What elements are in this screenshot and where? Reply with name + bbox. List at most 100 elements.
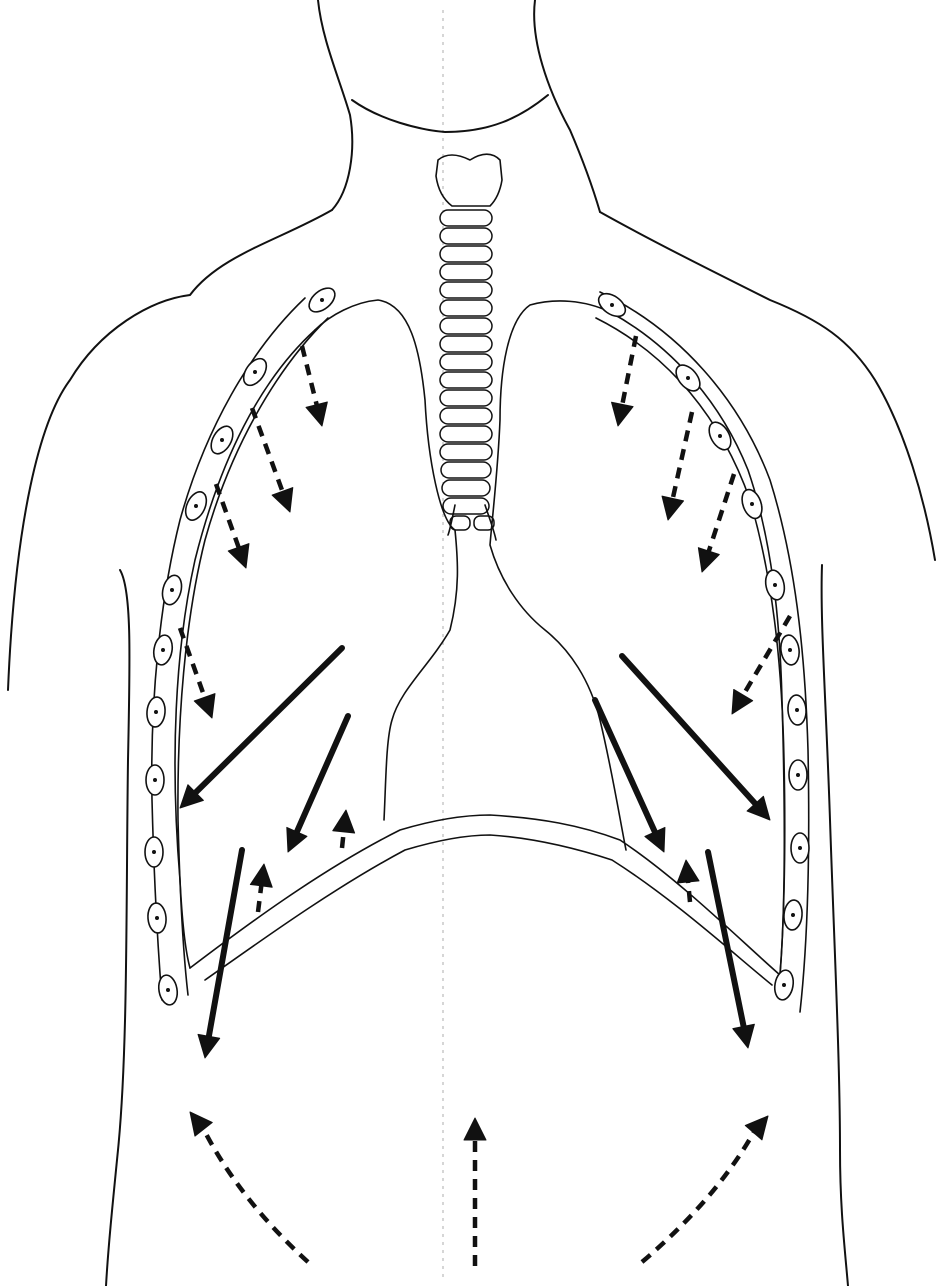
dashed-arrow-head <box>662 496 683 520</box>
cell-nucleus <box>796 773 800 777</box>
cell-nucleus <box>791 913 795 917</box>
left-torso-side <box>106 570 130 1286</box>
left-wall-cells <box>145 283 339 1006</box>
trachea-ring <box>440 444 492 460</box>
dashed-arrow-head <box>228 544 249 568</box>
solid-arrow-shaft <box>196 648 342 793</box>
solid-arrow-head <box>198 1034 220 1058</box>
dashed-arrow-shaft <box>642 1133 754 1262</box>
dashed-arrow-shaft <box>258 886 261 912</box>
dashed-arrow-shaft <box>252 408 282 491</box>
dashed-arrow-head <box>732 689 753 714</box>
trachea-ring <box>440 390 492 406</box>
cell-nucleus <box>220 438 224 442</box>
dashed-arrow <box>612 336 636 426</box>
dashed-arrow <box>642 1116 768 1262</box>
solid-arrow <box>595 700 665 852</box>
trachea-ring <box>440 282 492 298</box>
dashed-arrow <box>677 860 699 902</box>
right-lung-outline <box>490 301 626 850</box>
dashed-arrow <box>252 408 293 512</box>
trachea-ring <box>440 264 492 280</box>
trachea-ring <box>440 318 492 334</box>
dashed-arrow-head <box>250 864 272 887</box>
dashed-arrow-shaft <box>342 832 344 848</box>
cell-nucleus <box>152 850 156 854</box>
left-chest-wall-outer <box>152 298 305 1000</box>
cell-nucleus <box>773 583 777 587</box>
trachea-ring <box>440 300 492 316</box>
cell-nucleus <box>155 916 159 920</box>
trachea-ring <box>440 372 492 388</box>
cell-nucleus <box>161 648 165 652</box>
trachea-ring <box>440 246 492 262</box>
dashed-arrow-head <box>272 488 293 512</box>
dashed-arrow-shaft <box>673 412 692 499</box>
left-lung-inner-wall <box>175 330 315 968</box>
dashed-arrow-shaft <box>302 346 317 405</box>
dashed-arrow <box>698 474 734 572</box>
larynx-top <box>436 154 502 206</box>
cell-nucleus <box>253 370 257 374</box>
cell-nucleus <box>718 434 722 438</box>
left-lung <box>175 300 457 968</box>
cell-nucleus <box>194 504 198 508</box>
right-shoulder <box>600 212 935 560</box>
left-chest-wall <box>145 283 339 1006</box>
dashed-arrow-head <box>612 402 634 426</box>
cell-nucleus <box>788 648 792 652</box>
cell-nucleus <box>170 588 174 592</box>
dashed-arrow <box>302 346 327 426</box>
trachea-ring <box>441 462 491 478</box>
diaphragm-lower <box>205 835 772 985</box>
right-lung <box>490 301 784 975</box>
solid-arrow <box>622 656 770 820</box>
dashed-arrow <box>180 628 215 718</box>
dashed-arrow <box>464 1118 486 1266</box>
neck-left-edge <box>318 0 352 210</box>
cell-nucleus <box>686 376 690 380</box>
cell-nucleus <box>166 988 170 992</box>
dashed-arrow-shaft <box>688 882 690 902</box>
solid-arrow-shaft <box>622 656 755 804</box>
trachea-ring <box>440 210 492 226</box>
trachea-ring <box>440 354 492 370</box>
dashed-arrow-head <box>306 402 327 426</box>
trachea-ring <box>442 480 490 496</box>
left-chest-wall-inner <box>178 318 328 995</box>
trachea-rings <box>440 210 494 530</box>
dashed-arrow <box>216 484 249 568</box>
cell-nucleus <box>154 710 158 714</box>
solid-arrow-shaft <box>209 850 242 1036</box>
trachea <box>436 154 502 540</box>
cell-nucleus <box>153 778 157 782</box>
dashed-arrow-head <box>698 548 719 572</box>
left-shoulder <box>8 210 332 690</box>
dashed-arrow-shaft <box>622 336 636 404</box>
neck-right-edge <box>534 0 600 212</box>
trachea-ring <box>440 336 492 352</box>
cell-nucleus <box>798 846 802 850</box>
cell-nucleus <box>782 983 786 987</box>
cell-nucleus <box>795 708 799 712</box>
dashed-arrow <box>250 864 272 912</box>
dashed-arrow-shaft <box>204 1129 308 1262</box>
dashed-arrow <box>662 412 692 520</box>
solid-arrow <box>198 850 242 1058</box>
chin-line <box>352 95 548 132</box>
dashed-arrow-head <box>333 810 355 833</box>
solid-arrow-shaft <box>297 716 348 832</box>
dashed-arrow-shaft <box>216 484 239 547</box>
trachea-ring <box>440 426 492 442</box>
dashed-arrow-shaft <box>709 474 734 551</box>
dashed-arrow <box>333 810 355 848</box>
cell-nucleus <box>320 298 324 302</box>
dashed-arrow <box>190 1112 308 1262</box>
cell-nucleus <box>610 303 614 307</box>
right-torso-side <box>822 565 848 1286</box>
cell-nucleus <box>750 502 754 506</box>
trachea-ring <box>440 228 492 244</box>
solid-arrow-shaft <box>595 700 655 832</box>
dashed-arrow-head <box>190 1112 212 1136</box>
